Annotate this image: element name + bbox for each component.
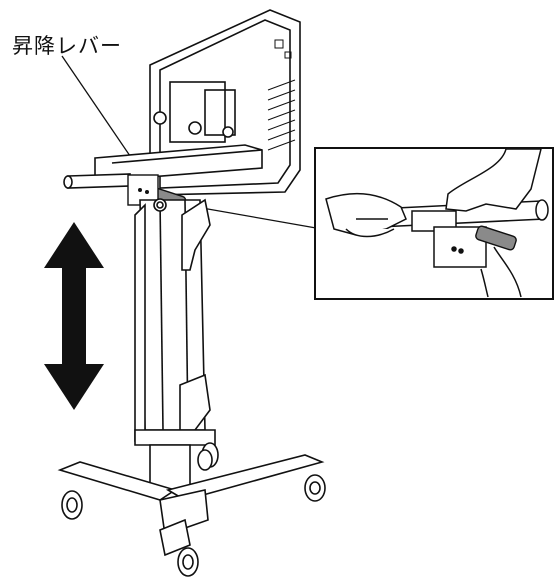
stand-base-legs [57, 454, 325, 557]
hand-icon-right [445, 148, 542, 298]
lever-detail-illustration [325, 148, 549, 298]
hand-icon [325, 192, 407, 238]
inset-lever-grip [475, 225, 517, 251]
double-headed-vertical-arrow-icon [44, 222, 104, 410]
stand-base-column [134, 429, 219, 491]
caster-wheels [61, 449, 326, 577]
mounting-tray [63, 144, 263, 189]
stand-column [134, 198, 211, 442]
lift-lever-label: 昇降レバー [12, 34, 122, 58]
lever-detail-inset [314, 147, 554, 300]
inset-lever-bar [375, 199, 549, 268]
